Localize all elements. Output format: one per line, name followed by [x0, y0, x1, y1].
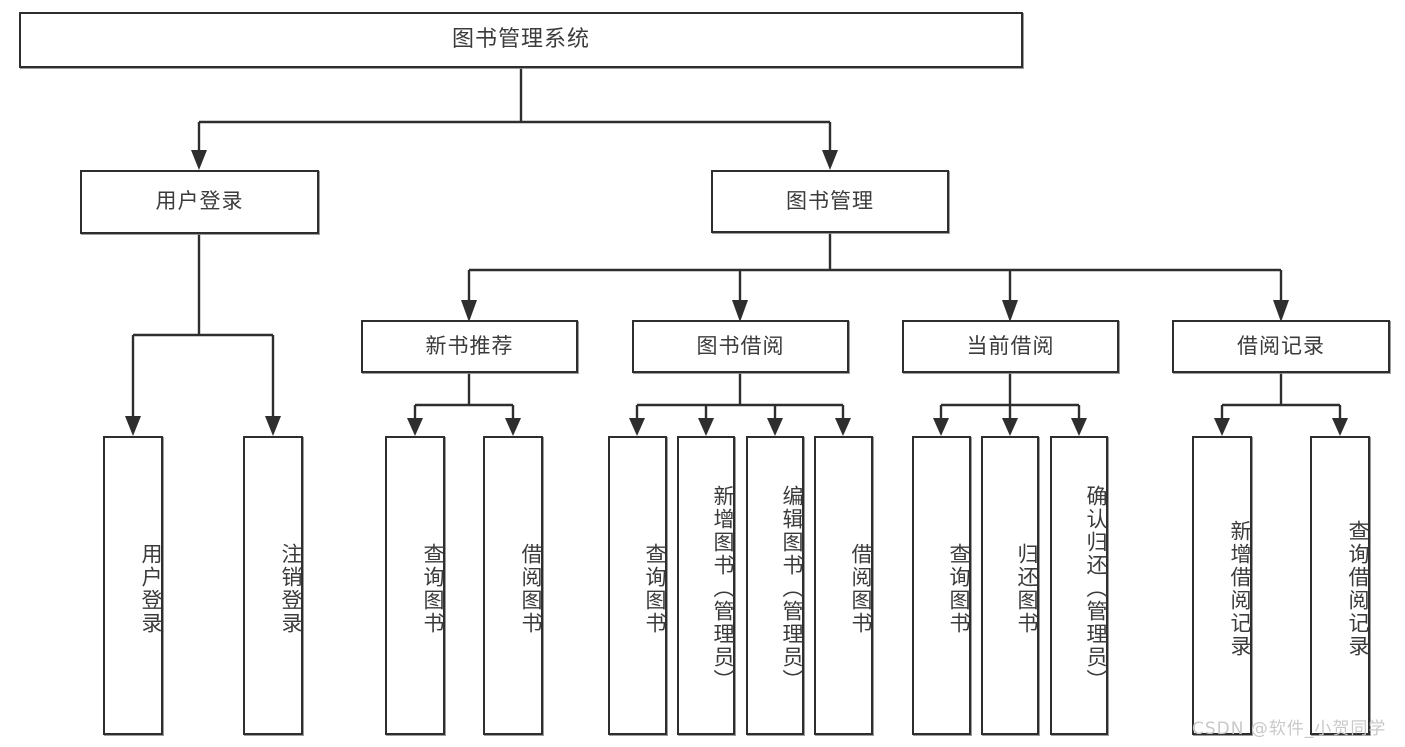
node-label: 图书管理 — [786, 188, 874, 213]
node-label: 用户登录 — [139, 542, 163, 635]
node-current-borrow[interactable]: 当前借阅 — [902, 320, 1119, 373]
leaf-book-borrow-borrow-book[interactable]: 借阅图书 — [814, 436, 873, 735]
leaf-user-login-logout[interactable]: 注销登录 — [243, 436, 303, 735]
node-root-book-management-system[interactable]: 图书管理系统 — [19, 12, 1023, 68]
leaf-current-borrow-query-book[interactable]: 查询图书 — [912, 436, 971, 735]
node-label: 当前借阅 — [966, 333, 1055, 358]
leaf-new-book-borrow-book[interactable]: 借阅图书 — [483, 436, 543, 735]
node-label: 编辑图书（管理员） — [780, 485, 804, 692]
leaf-new-book-query-book[interactable]: 查询图书 — [385, 436, 445, 735]
node-label: 新增借阅记录 — [1228, 519, 1252, 658]
node-label: 图书借阅 — [696, 333, 785, 358]
leaf-book-borrow-query-book[interactable]: 查询图书 — [608, 436, 667, 735]
leaf-book-borrow-edit-book-admin[interactable]: 编辑图书（管理员） — [746, 436, 804, 735]
node-label: 查询图书 — [947, 542, 971, 635]
node-label: 图书管理系统 — [451, 26, 590, 52]
leaf-borrow-record-query-record[interactable]: 查询借阅记录 — [1310, 436, 1370, 735]
leaf-current-borrow-confirm-return-admin[interactable]: 确认归还（管理员） — [1050, 436, 1108, 735]
leaf-book-borrow-add-book-admin[interactable]: 新增图书（管理员） — [677, 436, 735, 735]
node-label: 查询借阅记录 — [1346, 519, 1370, 658]
node-label: 借阅记录 — [1237, 333, 1325, 358]
node-user-login[interactable]: 用户登录 — [80, 170, 319, 234]
node-label: 借阅图书 — [519, 542, 543, 635]
node-label: 确认归还（管理员） — [1084, 485, 1108, 692]
node-label: 注销登录 — [279, 542, 303, 635]
node-label: 查询图书 — [643, 542, 667, 635]
leaf-current-borrow-return-book[interactable]: 归还图书 — [981, 436, 1039, 735]
leaf-user-login-login[interactable]: 用户登录 — [103, 436, 163, 735]
node-book-borrow[interactable]: 图书借阅 — [632, 320, 849, 373]
node-label: 新书推荐 — [425, 333, 514, 358]
node-label: 查询图书 — [421, 542, 445, 635]
node-label: 新增图书（管理员） — [711, 485, 735, 692]
node-book-management[interactable]: 图书管理 — [711, 170, 949, 233]
leaf-borrow-record-add-record[interactable]: 新增借阅记录 — [1192, 436, 1252, 735]
node-label: 归还图书 — [1015, 542, 1039, 635]
node-label: 借阅图书 — [849, 542, 873, 635]
node-borrow-record[interactable]: 借阅记录 — [1172, 320, 1390, 373]
node-label: 用户登录 — [155, 189, 244, 214]
csdn-watermark: CSDN @软件_小贺同学 — [1192, 719, 1387, 739]
node-new-book-recommend[interactable]: 新书推荐 — [361, 320, 578, 373]
